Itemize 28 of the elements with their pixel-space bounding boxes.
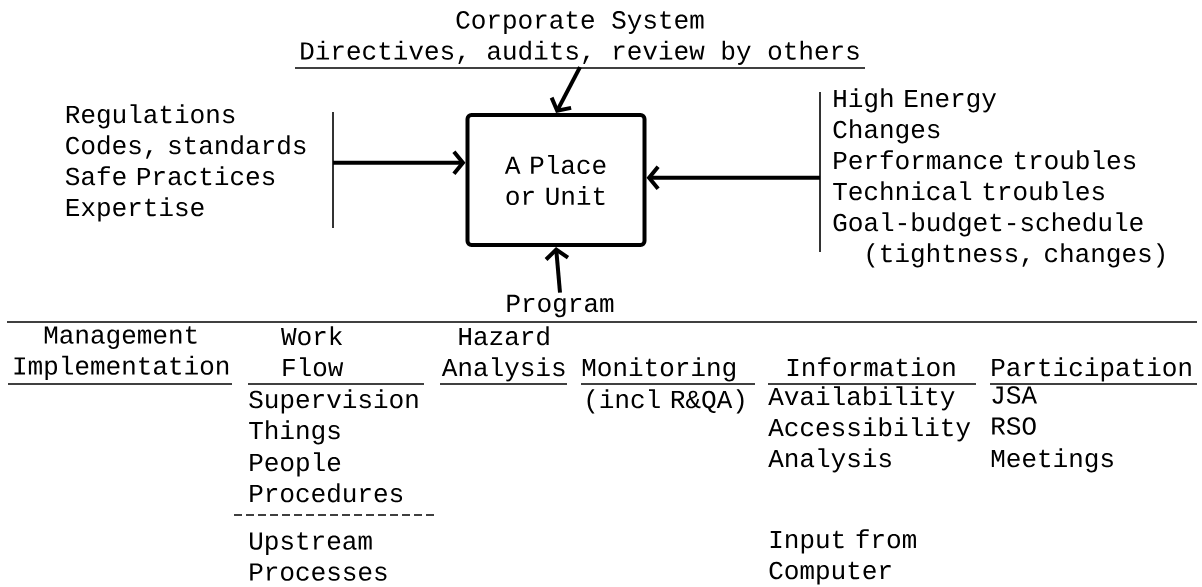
list-item: Things [249,420,340,445]
column-heading: Information [787,357,955,377]
arrow [333,150,466,176]
column-heading: Management Implementation [14,326,229,380]
heading-text: Corporate System Directives, audits, review by others [301,11,859,65]
column-heading: Hazard Analysis [441,326,565,382]
column-heading: Work Flow [281,326,344,377]
list-item: Accessibility [768,417,971,442]
list-item: Input from Computer [769,529,916,585]
arrow [544,247,570,293]
input-list: High Energy Changes Performance troubles Technical troubles Goal-budget-schedule (tightness, changes) [833,88,1164,268]
arrow [549,66,582,113]
list-item: People [250,452,341,477]
input-list: Regulations Codes, standards Safe Practices Expertise [65,104,306,222]
list-item: Availability [768,386,955,411]
list-item: Supervision [249,389,418,414]
column-heading: Participation [992,357,1191,382]
list-item: RSO [992,417,1036,435]
process-box: A Place or Unit [465,113,647,247]
list-item: Upstream Processes [250,532,387,581]
list-item: Analysis [768,448,891,473]
list-item: JSA [992,386,1037,404]
column-heading: Monitoring [582,357,735,382]
list-item: Procedures [250,483,403,503]
input-label: Program [507,294,614,318]
arrow [646,165,820,191]
list-item: (incl R&QA) [587,389,744,414]
list-item: Meetings [991,448,1113,473]
